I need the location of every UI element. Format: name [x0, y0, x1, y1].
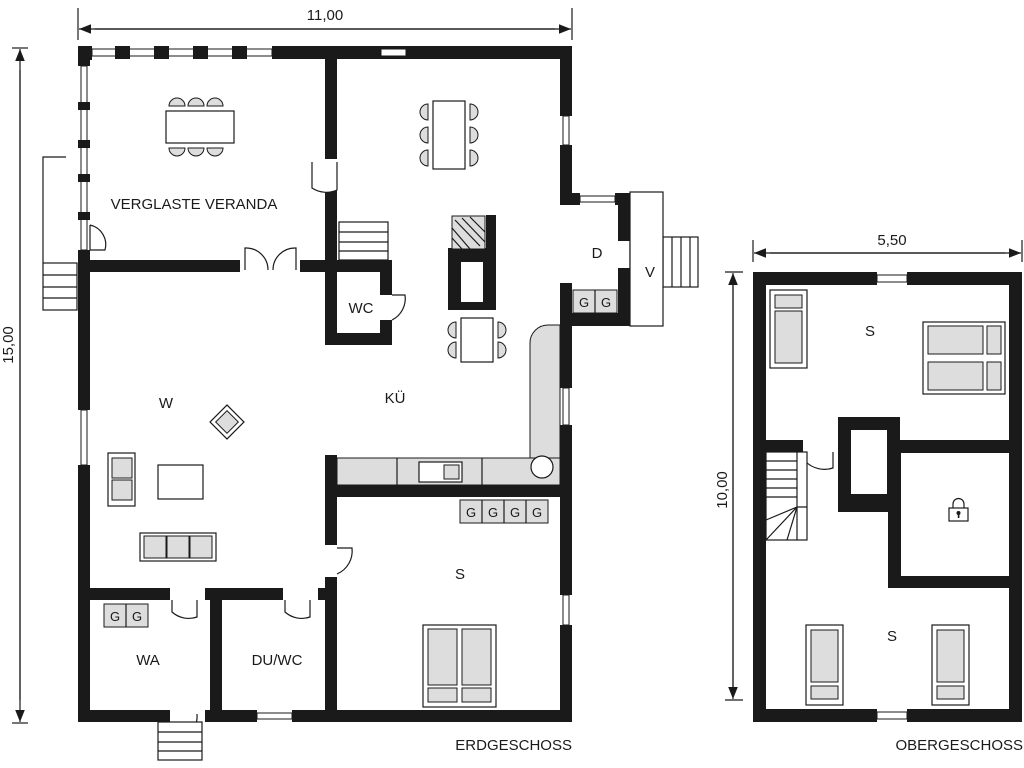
- dining-table: [432, 100, 466, 170]
- laundry-door[interactable]: [171, 600, 198, 619]
- svg-text:G: G: [532, 505, 542, 520]
- width-dimension-upper: 5,50: [752, 232, 1023, 262]
- height-dimension-upper: 10,00: [714, 271, 743, 701]
- appliances: G G G G G G G G: [103, 289, 618, 628]
- room-label-bedroom: S: [455, 566, 465, 583]
- room-label-veranda: VERGLASTE VERANDA: [111, 196, 278, 213]
- windows: [78, 46, 616, 720]
- floor-label-ground: ERDGESCHOSS: [455, 737, 572, 754]
- shower-door[interactable]: [284, 600, 311, 619]
- room-label-shower: DU/WC: [252, 652, 303, 669]
- svg-text:G: G: [466, 505, 476, 520]
- svg-text:G: G: [510, 505, 520, 520]
- walls: [78, 46, 630, 722]
- upper-stairs: [765, 451, 808, 541]
- room-label-living: W: [159, 395, 174, 412]
- kitchen-veranda-door[interactable]: [311, 162, 338, 193]
- furniture: [107, 97, 561, 708]
- svg-text:G: G: [132, 609, 142, 624]
- ground-floor: 11,00 15,00: [0, 7, 699, 761]
- floor-label-upper: OBERGESCHOSS: [895, 737, 1023, 754]
- width-dimension-label: 11,00: [307, 7, 343, 24]
- cooktop: [530, 455, 554, 479]
- stairs: [42, 156, 699, 761]
- upper-door[interactable]: [805, 452, 834, 470]
- lock-icon: [948, 497, 969, 522]
- wc-door[interactable]: [391, 294, 406, 321]
- upper-floor: 5,50 10,00: [714, 232, 1023, 754]
- upper-walls: [753, 272, 1022, 722]
- kitchen-counter: [337, 324, 561, 459]
- svg-text:G: G: [601, 295, 611, 310]
- svg-text:G: G: [110, 609, 120, 624]
- width-dimension-upper-label: 5,50: [877, 232, 906, 249]
- height-dimension-upper-label: 10,00: [714, 471, 731, 509]
- veranda-table: [165, 110, 235, 144]
- bedroom-door[interactable]: [336, 547, 353, 575]
- width-dimension: 11,00: [77, 7, 573, 40]
- room-label-d: D: [592, 245, 603, 262]
- svg-text:G: G: [488, 505, 498, 520]
- room-label-laundry: WA: [136, 652, 160, 669]
- kitchen-table: [460, 317, 494, 363]
- dining-chairs: [419, 103, 479, 167]
- svg-text:G: G: [579, 295, 589, 310]
- room-label-upper-bedroom-bottom: S: [887, 628, 897, 645]
- veranda-double-door[interactable]: [244, 247, 297, 271]
- coffee-table: [157, 464, 204, 500]
- upper-furniture: [769, 289, 1006, 706]
- veranda-chairs: [168, 97, 224, 157]
- height-dimension: 15,00: [0, 47, 28, 724]
- room-label-wc: WC: [349, 300, 374, 317]
- room-label-v: V: [645, 264, 655, 281]
- room-label-kitchen: KÜ: [385, 389, 406, 407]
- veranda-door[interactable]: [89, 224, 107, 251]
- room-label-upper-bedroom-top: S: [865, 323, 875, 340]
- height-dimension-label: 15,00: [0, 326, 17, 364]
